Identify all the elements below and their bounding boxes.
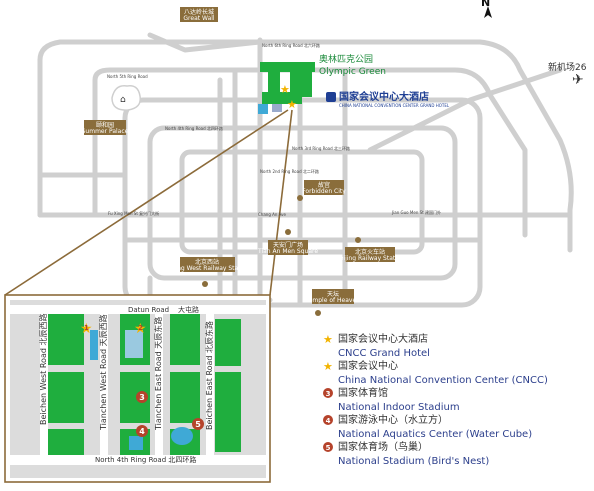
inset-marker-4: 4: [139, 427, 145, 436]
label-olympic-green: 奥林匹克公园 Olympic Green: [319, 53, 386, 77]
inset-map: ★ 1 ★ 2 3 4 5 Datun Road 大屯路 North 4th R…: [4, 294, 271, 483]
temple-en: Temple of Heaven: [305, 297, 360, 304]
summer-palace-glyph: ⌂: [120, 95, 126, 105]
olympic-cn: 奥林匹克公园: [319, 53, 373, 65]
legend-item-4: 4 国家游泳中心（水立方） National Aquatics Center (…: [323, 413, 532, 440]
road-network: [37, 32, 574, 308]
legend-4-marker: 4: [326, 417, 331, 425]
legend-item-3: 3 国家体育馆 National Indoor Stadium: [323, 386, 460, 413]
main-map-stars: ★ ★: [280, 83, 297, 111]
legend-1-en: CNCC Grand Hotel: [338, 348, 430, 359]
summer-palace-cn: 颐和园: [96, 121, 114, 129]
label-great-wall: 八达岭长城 Great Wall: [180, 7, 218, 22]
beichen-west: Beichen West Road 北辰西路: [38, 314, 48, 425]
north4-label: North 4th Ring Road 北四环路: [95, 455, 196, 464]
star-icon: ★: [323, 360, 333, 373]
legend-4-cn: 国家游泳中心（水立方）: [338, 413, 448, 426]
bj-station-cn: 北京火车站: [355, 248, 385, 256]
label-hotel: 国家会议中心大酒店 CHINA NATIONAL CONVENTION CENT…: [326, 90, 450, 108]
forbidden-en: Forbidden City: [302, 188, 346, 195]
legend-item-1: ★ 国家会议中心大酒店 CNCC Grand Hotel: [323, 332, 430, 359]
airport-label: 新机场26: [548, 61, 587, 73]
label-airport: 新机场26 ✈: [548, 61, 587, 88]
north-arrow-icon: [484, 6, 492, 18]
jianguo-label: Jian Guo Men St 建国门外: [391, 209, 441, 215]
fuxing-label: Fu Xing Men St 复兴门大街: [108, 210, 159, 216]
label-west-station: 北京西站 Beijing West Railway Station: [164, 257, 250, 287]
star-icon: ★: [280, 83, 290, 96]
summer-palace-area: ⌂: [111, 84, 141, 111]
label-forbidden-city: 故宫 Forbidden City: [297, 180, 346, 201]
inset-marker-1: 1: [84, 324, 89, 332]
hotel-logo-icon: [326, 92, 336, 102]
star-icon: ★: [323, 333, 333, 346]
legend-1-cn: 国家会议中心大酒店: [338, 332, 428, 345]
inset-leader-lines: [4, 109, 293, 296]
legend-5-en: National Stadium (Bird's Nest): [338, 456, 489, 467]
star-icon: ★: [287, 98, 297, 111]
legend: ★ 国家会议中心大酒店 CNCC Grand Hotel ★ 国家会议中心 Ch…: [323, 332, 548, 467]
star-icon: ★: [134, 321, 147, 337]
ring-6-label: North 6th Ring Road 北六环路: [262, 42, 320, 48]
north-arrow: N: [481, 0, 492, 18]
inset-marker-5: 5: [195, 420, 201, 429]
north-label: N: [481, 0, 490, 9]
tiananmen-cn: 天安门广场: [273, 241, 303, 249]
legend-item-2: ★ 国家会议中心 China National Convention Cente…: [323, 359, 548, 386]
ring-3-label: North 3rd Ring Road 北三环路: [292, 145, 350, 151]
inset-marker-2: 2: [138, 324, 143, 332]
beichen-east: Beichen East Road 北辰东路: [204, 321, 214, 430]
legend-item-5: 5 国家体育场（鸟巢） National Stadium (Bird's Nes…: [323, 440, 489, 467]
airplane-icon: ✈: [572, 72, 584, 88]
hotel-cn: 国家会议中心大酒店: [339, 90, 429, 103]
hotel-en: CHINA NATIONAL CONVENTION CENTER GRAND H…: [339, 103, 450, 108]
datun-en: Datun Road: [128, 306, 169, 314]
great-wall-cn: 八达岭长城: [184, 8, 214, 16]
tianchen-east: Tianchen East Road 天辰东路: [153, 317, 163, 431]
label-temple: 天坛 Temple of Heaven: [305, 289, 360, 316]
label-tiananmen: 天安门广场 Tian An Men Square: [257, 229, 318, 255]
west-station-cn: 北京西站: [195, 258, 219, 266]
olympic-en: Olympic Green: [319, 67, 386, 77]
star-icon: ★: [80, 321, 93, 337]
temple-cn: 天坛: [327, 290, 339, 298]
legend-2-cn: 国家会议中心: [338, 359, 398, 372]
legend-5-marker: 5: [326, 444, 331, 452]
ring-4-label: North 4th Ring Road 北四环路: [165, 125, 223, 131]
olympic-green-area: [260, 62, 315, 104]
inset-marker-3: 3: [139, 393, 145, 402]
great-wall-en: Great Wall: [183, 15, 215, 22]
tiananmen-en: Tian An Men Square: [257, 248, 318, 255]
legend-3-marker: 3: [326, 390, 331, 398]
legend-3-en: National Indoor Stadium: [338, 402, 460, 413]
bj-station-en: Beijing Railway Station: [336, 255, 405, 262]
legend-3-cn: 国家体育馆: [338, 386, 388, 399]
ring-5-label: North 5th Ring Road: [107, 74, 148, 79]
legend-4-en: National Aquatics Center (Water Cube): [338, 429, 532, 440]
legend-5-cn: 国家体育场（鸟巢）: [338, 440, 428, 453]
datun-cn: 大屯路: [178, 305, 199, 314]
label-bj-station: 北京火车站 Beijing Railway Station: [336, 237, 405, 262]
west-station-en: Beijing West Railway Station: [164, 265, 250, 272]
olympic-buildings: [258, 104, 282, 114]
ring-2-label: North 2nd Ring Road 北二环路: [260, 168, 319, 174]
label-summer-palace: 颐和园 Summer Palace: [82, 120, 129, 135]
tianchen-west: Tianchen West Road 天辰西路: [98, 314, 108, 431]
changan-label: Chang An Ave: [258, 212, 287, 217]
legend-2-en: China National Convention Center (CNCC): [338, 375, 548, 386]
summer-palace-en: Summer Palace: [82, 128, 129, 135]
forbidden-cn: 故宫: [318, 181, 330, 189]
ring-labels: North 6th Ring Road 北六环路 North 5th Ring …: [107, 42, 441, 217]
